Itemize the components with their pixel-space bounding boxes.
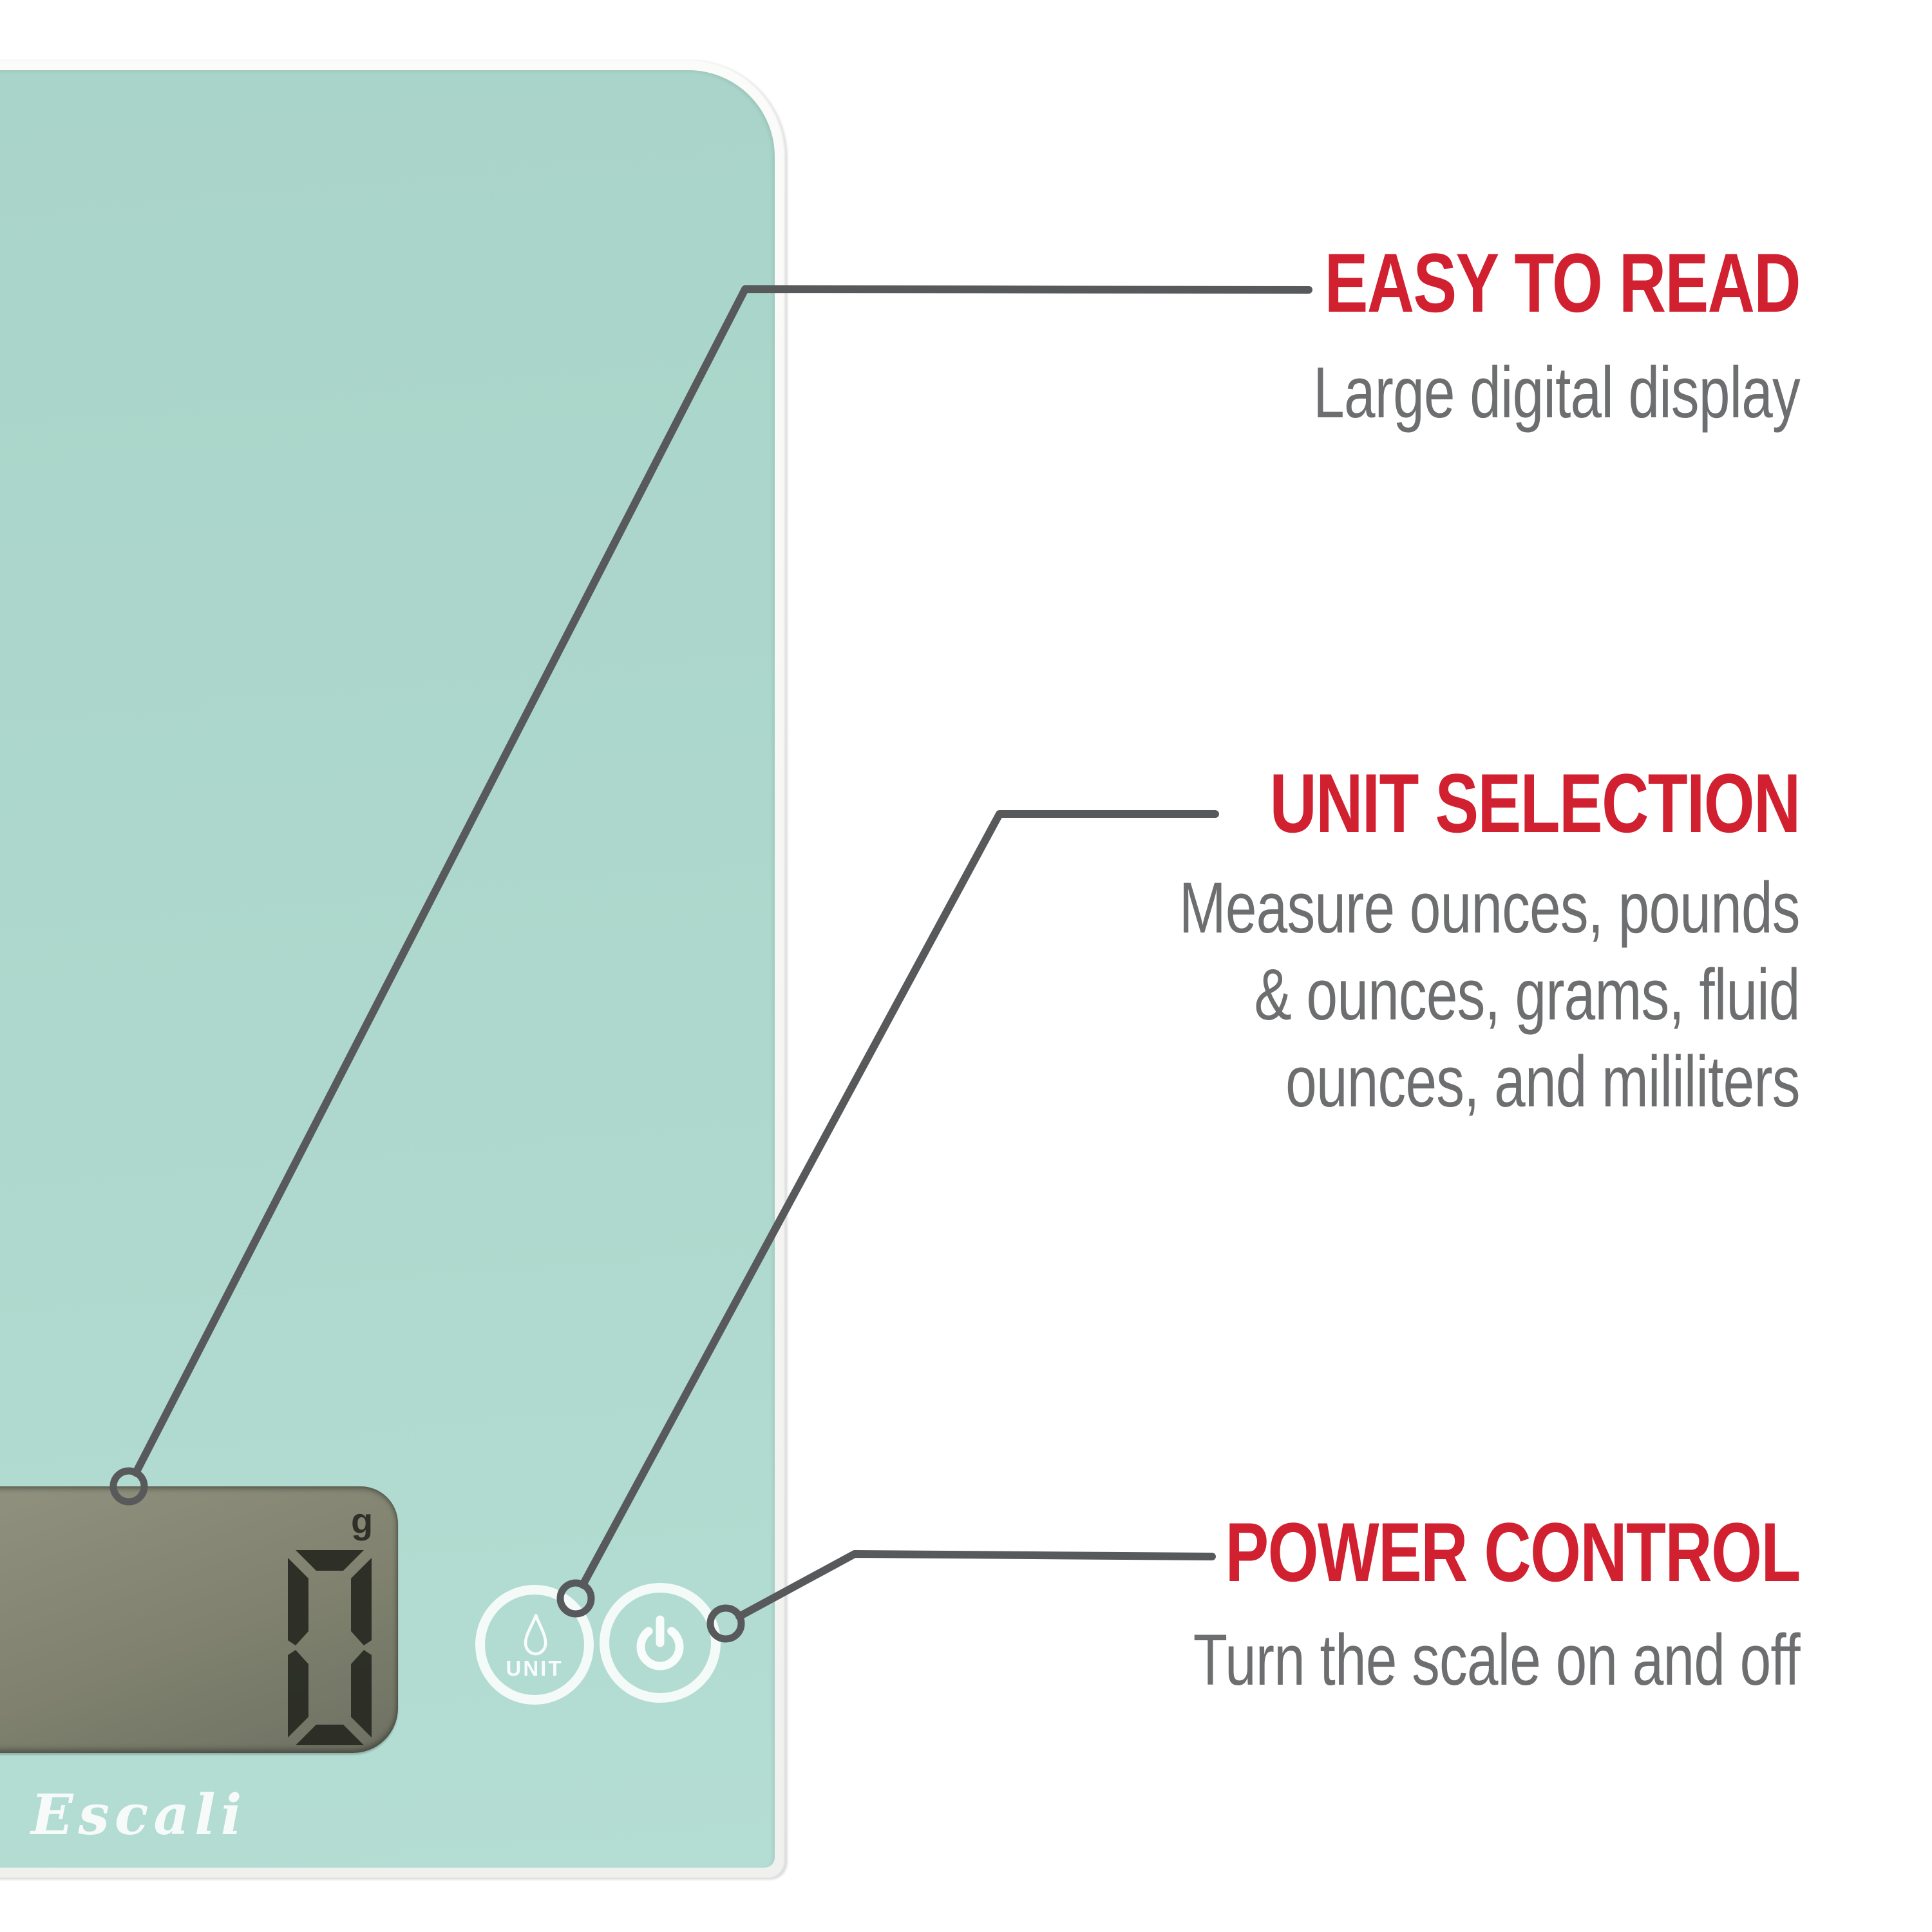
- display-digit-zero: [288, 1550, 372, 1745]
- callout-description-line: ounces, and mililiters: [1285, 1041, 1800, 1122]
- callout-unit-selection: UNIT SELECTION Measure ounces, pounds & …: [1179, 756, 1801, 1125]
- callout-title: UNIT SELECTION: [1269, 756, 1801, 850]
- unit-button-label: UNIT: [506, 1656, 564, 1680]
- callout-title: EASY TO READ: [1324, 236, 1801, 330]
- callout-description-line: Measure ounces, pounds: [1179, 867, 1801, 948]
- callout-description: Large digital display: [1313, 352, 1801, 433]
- callout-easy-to-read: EASY TO READ Large digital display: [1313, 236, 1801, 436]
- display-unit-label: g: [351, 1501, 374, 1541]
- brand-logo: Escali: [31, 1783, 247, 1848]
- callout-power-control: POWER CONTROL Turn the scale on and off: [1193, 1505, 1801, 1703]
- connector-line-power: [735, 1550, 1216, 1620]
- callout-description: Measure ounces, pounds & ounces, grams, …: [1179, 864, 1801, 1125]
- droplet-icon: [524, 1614, 547, 1656]
- callout-description-line: & ounces, grams, fluid: [1254, 954, 1801, 1035]
- unit-button[interactable]: UNIT: [475, 1585, 594, 1705]
- lcd-display: g: [0, 1486, 398, 1753]
- power-button[interactable]: [600, 1583, 721, 1703]
- power-icon: [636, 1615, 684, 1671]
- callout-description: Turn the scale on and off: [1193, 1620, 1801, 1700]
- callout-title: POWER CONTROL: [1225, 1505, 1801, 1599]
